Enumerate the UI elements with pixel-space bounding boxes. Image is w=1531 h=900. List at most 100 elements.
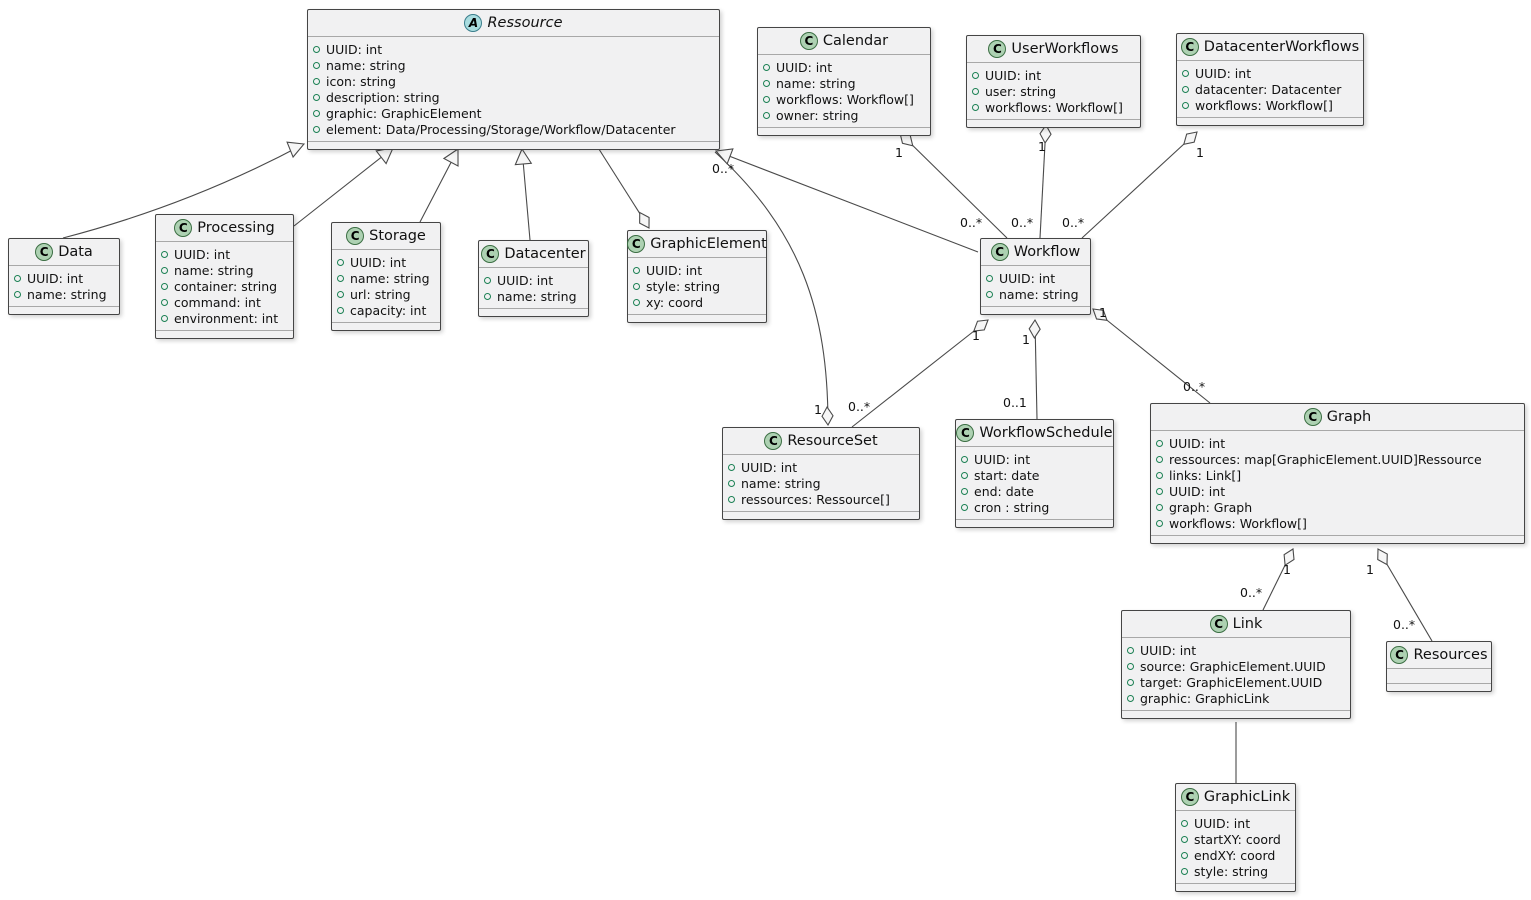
attribute-text: style: string [646, 278, 721, 294]
class-title: UserWorkflows [1011, 41, 1119, 57]
field-visibility-icon [972, 71, 979, 79]
attribute-text: UUID: int [174, 246, 231, 262]
attribute-text: workflows: Workflow[] [776, 91, 914, 107]
attribute-row: workflows: Workflow[] [1156, 515, 1518, 531]
attribute-row: endXY: coord [1181, 847, 1289, 863]
attribute-text: UUID: int [350, 254, 407, 270]
attribute-text: ressources: Ressource[] [741, 491, 890, 507]
field-visibility-icon [313, 61, 320, 69]
class-icon: C [799, 32, 818, 50]
class-methods-compartment [723, 511, 919, 519]
field-visibility-icon [1182, 69, 1189, 77]
multiplicity-label: 0..* [1062, 215, 1084, 230]
attribute-text: UUID: int [776, 59, 833, 75]
field-visibility-icon [484, 292, 491, 300]
attribute-row: UUID: int [161, 246, 287, 262]
edge-aggregation-workflow-userworkflows [1039, 124, 1047, 239]
attribute-row: cron : string [961, 499, 1107, 515]
class-title: Storage [369, 228, 426, 244]
attribute-text: url: string [350, 286, 411, 302]
field-visibility-icon [337, 306, 344, 314]
attribute-row: user: string [972, 83, 1134, 99]
class-icon: C [1180, 38, 1199, 56]
field-visibility-icon [763, 111, 770, 119]
attribute-text: UUID: int [646, 262, 703, 278]
multiplicity-label: 1 [1038, 139, 1046, 154]
class-icon: C [988, 40, 1007, 58]
attribute-row: workflows: Workflow[] [972, 99, 1134, 115]
edge-generalization-storage-ressource [419, 148, 459, 223]
field-visibility-icon [961, 503, 968, 511]
edge-aggregation-workflow-calendar [899, 132, 1008, 239]
attribute-text: graphic: GraphicLink [1140, 690, 1270, 706]
attribute-row: name: string [161, 262, 287, 278]
attribute-row: source: GraphicElement.UUID [1127, 658, 1344, 674]
attribute-text: owner: string [776, 107, 859, 123]
field-visibility-icon [972, 103, 979, 111]
field-visibility-icon [1182, 101, 1189, 109]
attribute-text: name: string [350, 270, 430, 286]
field-visibility-icon [1127, 662, 1134, 670]
multiplicity-label: 0..* [1011, 215, 1033, 230]
aggregation-diamond-icon [1377, 548, 1388, 566]
attribute-text: links: Link[] [1169, 467, 1242, 483]
class-methods-compartment [1387, 683, 1491, 691]
attribute-row: UUID: int [972, 67, 1134, 83]
aggregation-diamond-icon [972, 319, 989, 332]
field-visibility-icon [763, 95, 770, 103]
field-visibility-icon [633, 282, 640, 290]
attribute-text: workflows: Workflow[] [1195, 97, 1333, 113]
field-visibility-icon [1156, 487, 1163, 495]
attribute-row: UUID: int [1181, 815, 1289, 831]
attribute-text: name: string [741, 475, 821, 491]
edge-aggregation-graph-workflow [1092, 308, 1211, 404]
field-visibility-icon [1181, 819, 1188, 827]
attribute-row: start: date [961, 467, 1107, 483]
attribute-text: UUID: int [741, 459, 798, 475]
attribute-row: command: int [161, 294, 287, 310]
field-visibility-icon [972, 87, 979, 95]
attribute-text: name: string [27, 286, 107, 302]
edge-aggregation-workflowschedule-workflow [1034, 319, 1038, 420]
field-visibility-icon [1156, 455, 1163, 463]
edge-aggregation-workflow-datacenterworkflows [1081, 131, 1198, 239]
attribute-row: name: string [337, 270, 434, 286]
attribute-row: style: string [633, 278, 760, 294]
attribute-text: UUID: int [326, 41, 383, 57]
field-visibility-icon [337, 274, 344, 282]
class-title: WorkflowSchedule [979, 425, 1113, 441]
field-visibility-icon [986, 274, 993, 282]
field-visibility-icon [313, 109, 320, 117]
attribute-text: graph: Graph [1169, 499, 1253, 515]
class-methods-compartment [1176, 883, 1295, 891]
attribute-text: startXY: coord [1194, 831, 1281, 847]
attribute-row: ressources: Ressource[] [728, 491, 913, 507]
class-title: Graph [1326, 409, 1372, 425]
class-title: Processing [197, 220, 275, 236]
generalization-arrow-icon [514, 147, 533, 166]
edge-generalization-datacenter-ressource [521, 148, 531, 241]
class-icon: C [35, 243, 54, 261]
multiplicity-label: 1 [1283, 562, 1291, 577]
attribute-row: UUID: int [728, 459, 913, 475]
attribute-text: cron : string [974, 499, 1050, 515]
class-methods-compartment [332, 322, 440, 330]
attribute-row: graphic: GraphicLink [1127, 690, 1344, 706]
